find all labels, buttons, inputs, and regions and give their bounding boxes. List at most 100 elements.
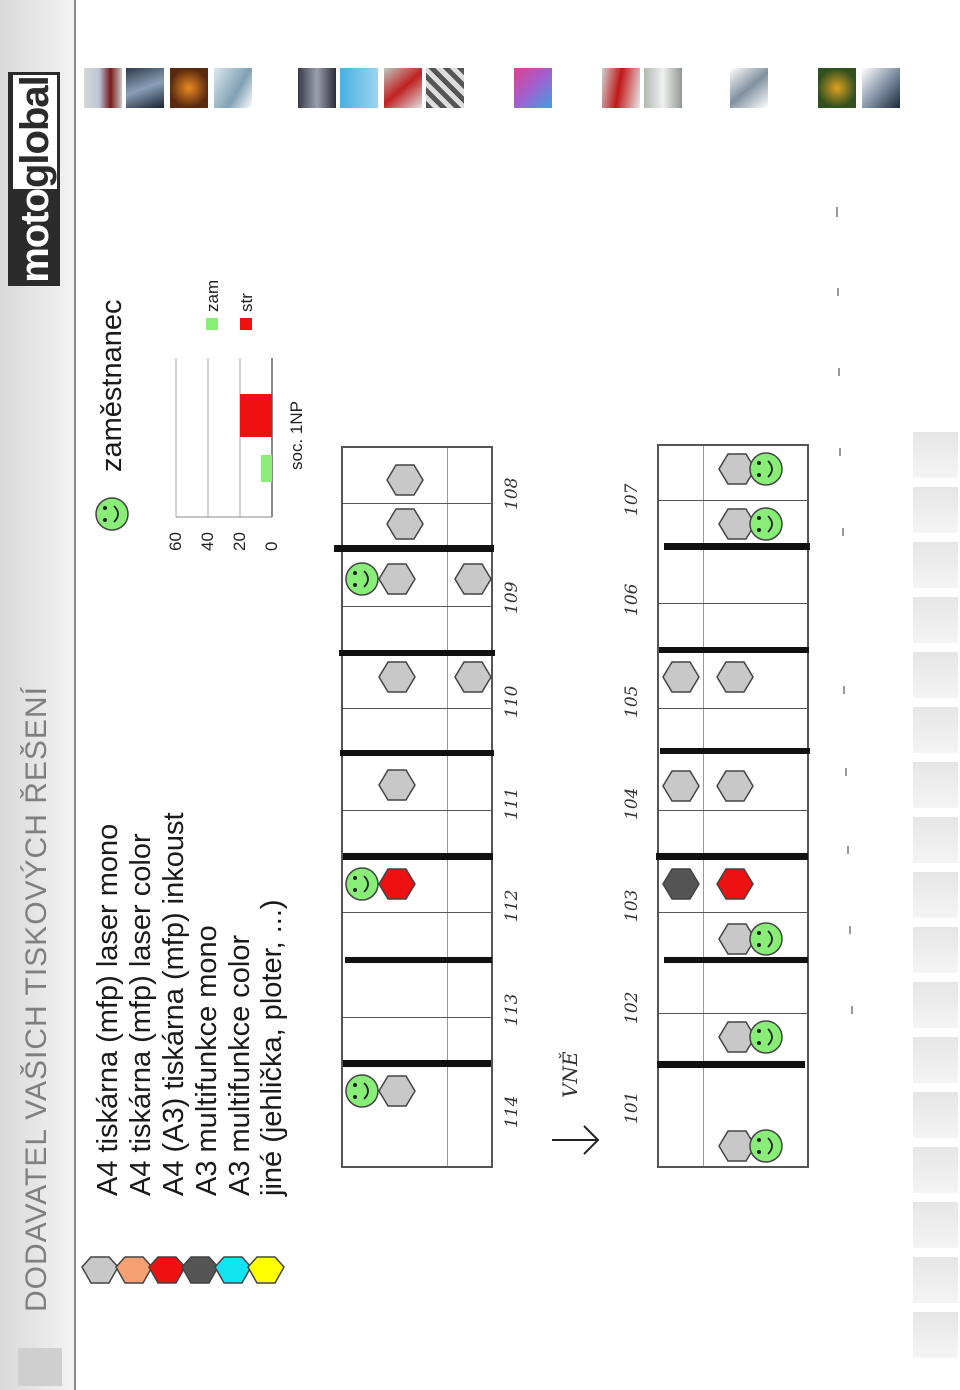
photo-thumb bbox=[384, 68, 422, 108]
wall-line bbox=[341, 446, 343, 1168]
wall-line bbox=[657, 444, 809, 446]
decor-tick bbox=[842, 528, 844, 536]
wall-line bbox=[657, 603, 809, 604]
legend-swatch-zam bbox=[206, 318, 218, 330]
wall-line bbox=[657, 444, 659, 1168]
photo-thumb bbox=[84, 68, 122, 108]
decor-square bbox=[913, 982, 958, 1028]
room-label: 103 bbox=[622, 889, 642, 922]
wall-line bbox=[341, 1017, 493, 1018]
decor-square bbox=[913, 1202, 958, 1248]
thick-wall bbox=[343, 853, 493, 860]
photo-thumb bbox=[340, 68, 378, 108]
wall-line bbox=[657, 1166, 809, 1168]
decor-square bbox=[913, 1147, 958, 1193]
thick-wall bbox=[664, 957, 808, 963]
thick-wall bbox=[664, 543, 810, 550]
photo-thumb bbox=[730, 68, 768, 108]
room-label: 105 bbox=[622, 685, 642, 718]
decor-square bbox=[913, 542, 958, 588]
bar-zam bbox=[260, 455, 272, 482]
decor-square bbox=[913, 1312, 958, 1358]
wall-line bbox=[341, 503, 493, 504]
wall-line bbox=[341, 606, 493, 607]
decor-square bbox=[913, 652, 958, 698]
room-label: 112 bbox=[502, 889, 522, 922]
photo-thumb bbox=[602, 68, 640, 108]
legend-swatch-str bbox=[240, 318, 252, 330]
decor-square bbox=[913, 817, 958, 863]
chart-legend-zam: zam bbox=[203, 279, 222, 312]
wall-line bbox=[341, 810, 493, 811]
room-label: 114 bbox=[502, 1095, 522, 1128]
decor-tick bbox=[845, 768, 847, 776]
wall-line bbox=[341, 912, 493, 913]
y-tick-label: 60 bbox=[166, 532, 185, 551]
thick-wall bbox=[334, 545, 494, 552]
wall-line bbox=[341, 1166, 493, 1168]
wall-line bbox=[703, 444, 704, 1168]
photo-thumb bbox=[644, 68, 682, 108]
room-label: 106 bbox=[622, 583, 642, 616]
bar-str bbox=[240, 394, 272, 437]
room-label: 111 bbox=[502, 787, 522, 820]
decor-tick bbox=[843, 686, 845, 694]
y-tick-label: 40 bbox=[198, 532, 217, 551]
thick-wall bbox=[656, 853, 808, 860]
decor-tick bbox=[849, 926, 851, 934]
y-tick-label: 20 bbox=[230, 532, 249, 551]
photo-thumb bbox=[170, 68, 208, 108]
thick-wall bbox=[659, 647, 809, 653]
photo-thumb bbox=[426, 68, 464, 108]
photo-thumb bbox=[818, 68, 856, 108]
wall-line bbox=[657, 708, 809, 709]
thick-wall bbox=[657, 1061, 805, 1068]
decor-square bbox=[913, 927, 958, 973]
decor-square bbox=[913, 1037, 958, 1083]
wall-line bbox=[657, 912, 809, 913]
photo-thumb bbox=[126, 68, 164, 108]
wall-line bbox=[657, 1013, 809, 1014]
decor-tick bbox=[838, 368, 840, 376]
room-label: 109 bbox=[502, 581, 522, 614]
wall-line bbox=[807, 444, 809, 1168]
photo-thumb bbox=[514, 68, 552, 108]
room-label: 110 bbox=[502, 685, 522, 718]
thick-wall bbox=[343, 1060, 491, 1067]
photo-thumb bbox=[298, 68, 336, 108]
wall-line bbox=[491, 446, 493, 1168]
chart-legend-str: str bbox=[237, 293, 256, 312]
decor-square bbox=[913, 707, 958, 753]
decor-tick bbox=[847, 846, 849, 854]
wall-line bbox=[341, 446, 493, 448]
decor-square bbox=[913, 432, 958, 478]
decor-square bbox=[913, 762, 958, 808]
decor-tick bbox=[851, 1006, 853, 1014]
room-label: 108 bbox=[502, 477, 522, 510]
decor-tick bbox=[839, 448, 841, 456]
room-label: 113 bbox=[502, 993, 522, 1026]
thick-wall bbox=[660, 748, 810, 754]
decor-tick bbox=[837, 288, 839, 296]
photo-thumb bbox=[214, 68, 252, 108]
room-label: 101 bbox=[622, 1091, 642, 1124]
thick-wall bbox=[340, 750, 494, 756]
room-label: 107 bbox=[622, 483, 642, 516]
y-tick-label: 0 bbox=[262, 541, 281, 551]
wall-line bbox=[341, 708, 493, 709]
thick-wall bbox=[339, 650, 495, 656]
room-label: 104 bbox=[622, 787, 642, 820]
sidebar-foot-block bbox=[18, 1348, 62, 1386]
decor-square bbox=[913, 1092, 958, 1138]
decor-square bbox=[913, 1257, 958, 1303]
chart-bars bbox=[240, 394, 272, 482]
decor-tick bbox=[836, 207, 838, 217]
decor-square bbox=[913, 597, 958, 643]
wall-line bbox=[657, 810, 809, 811]
thick-wall bbox=[345, 957, 492, 963]
wall-line bbox=[447, 446, 448, 1168]
chart-category-label: soc. 1NP bbox=[287, 401, 306, 470]
entrance-label: VNĚ bbox=[558, 1051, 582, 1098]
decor-square bbox=[913, 487, 958, 533]
